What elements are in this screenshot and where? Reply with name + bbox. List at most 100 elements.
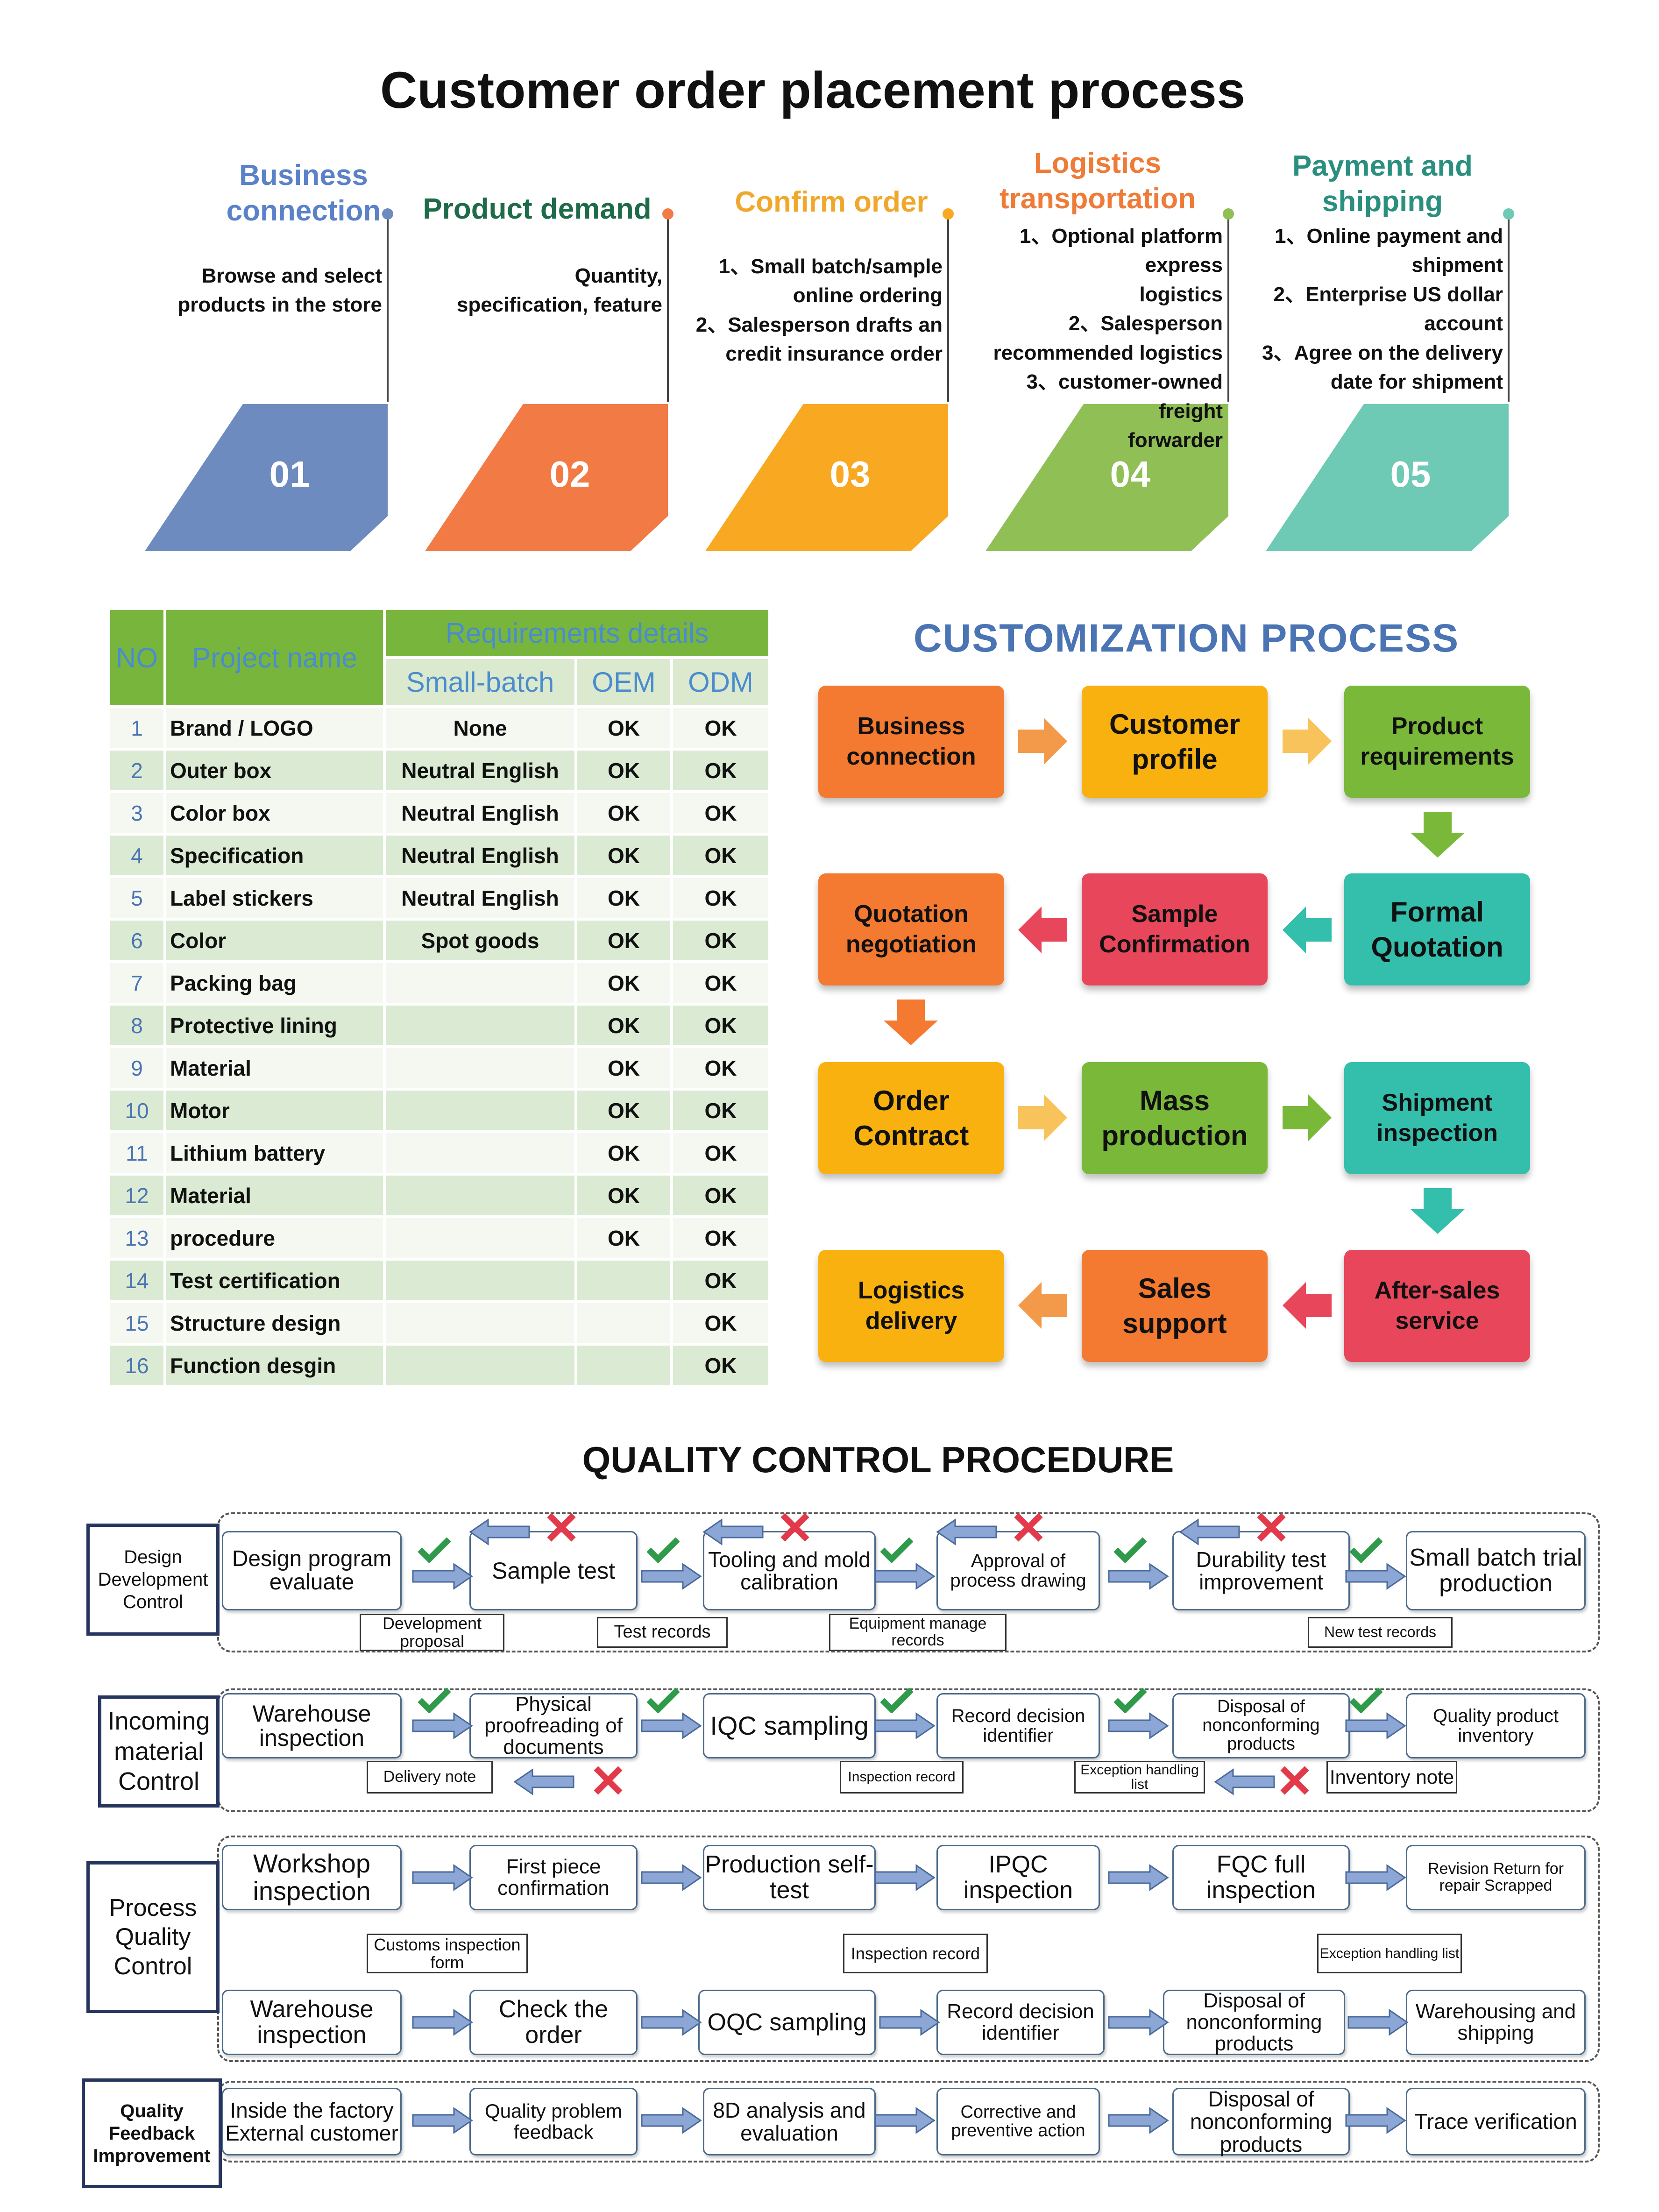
row-small-batch bbox=[383, 1215, 577, 1261]
row-number: 16 bbox=[107, 1343, 166, 1388]
process-arrow-icon bbox=[412, 1712, 473, 1739]
process-arrow-shape bbox=[1345, 2107, 1406, 2134]
process-arrow-icon bbox=[1214, 1768, 1275, 1795]
process-box: Durability test improvement bbox=[1172, 1531, 1350, 1610]
step-description-line: shipment bbox=[1411, 254, 1503, 277]
step-number: 02 bbox=[549, 454, 590, 495]
check-mark bbox=[880, 1687, 913, 1713]
process-arrow-icon bbox=[936, 1518, 997, 1546]
row-oem: OK bbox=[574, 748, 673, 793]
row-number: 1 bbox=[107, 705, 166, 751]
process-arrow-icon bbox=[1345, 2107, 1406, 2134]
process-box: FQC full inspection bbox=[1172, 1845, 1350, 1910]
row-number: 4 bbox=[107, 833, 166, 878]
row-odm: OK bbox=[670, 833, 771, 878]
customization-step: Customer profile bbox=[1082, 686, 1268, 798]
flow-arrow-shape bbox=[1018, 1094, 1067, 1141]
customization-step: Product requirements bbox=[1344, 686, 1530, 798]
row-oem bbox=[574, 1343, 673, 1388]
process-box: Workshop inspection bbox=[222, 1845, 402, 1910]
check-mark bbox=[647, 1537, 680, 1563]
process-box: Physical proofreading of documents bbox=[469, 1693, 638, 1758]
cross-mark bbox=[1257, 1513, 1286, 1542]
check-mark bbox=[1350, 1687, 1382, 1713]
requirements-table: NO Project name Requirements details Sma… bbox=[107, 607, 771, 1388]
row-oem: OK bbox=[574, 833, 673, 878]
header-small-batch: Small-batch bbox=[383, 656, 577, 708]
row-oem: OK bbox=[574, 1045, 673, 1091]
process-arrow-icon bbox=[1108, 2107, 1169, 2134]
check-icon bbox=[647, 1537, 680, 1563]
cross-icon bbox=[1257, 1513, 1286, 1542]
flow-arrow-icon bbox=[1411, 812, 1465, 858]
cross-icon bbox=[1280, 1766, 1309, 1795]
row-small-batch bbox=[383, 1343, 577, 1388]
process-arrow-icon bbox=[641, 1864, 702, 1891]
row-small-batch: None bbox=[383, 705, 577, 751]
header-oem: OEM bbox=[574, 656, 673, 708]
step-arrow-05 bbox=[1266, 404, 1509, 551]
row-oem: OK bbox=[574, 1173, 673, 1218]
process-box: 8D analysis and evaluation bbox=[703, 2088, 876, 2155]
customization-step: Formal Quotation bbox=[1344, 873, 1530, 985]
step-number: 04 bbox=[1110, 454, 1151, 495]
row-oem: OK bbox=[574, 705, 673, 751]
row-oem: OK bbox=[574, 918, 673, 963]
flow-arrow-shape bbox=[1018, 1282, 1067, 1329]
process-arrow-shape bbox=[641, 2009, 702, 2036]
row-odm: OK bbox=[670, 1130, 771, 1176]
row-small-batch bbox=[383, 1045, 577, 1091]
row-oem bbox=[574, 1300, 673, 1346]
process-box: Warehouse inspection bbox=[222, 1693, 402, 1758]
customization-step: Shipment inspection bbox=[1344, 1062, 1530, 1174]
step-arrow-shape bbox=[145, 404, 388, 551]
row-odm: OK bbox=[670, 1300, 771, 1346]
record-note: New test records bbox=[1308, 1617, 1453, 1648]
process-box: Record decision identifier bbox=[936, 1990, 1105, 2055]
flow-arrow-icon bbox=[1283, 1094, 1332, 1141]
record-note: Customs inspection form bbox=[367, 1934, 528, 1973]
process-arrow-icon bbox=[641, 1563, 702, 1590]
process-box: Warehousing and shipping bbox=[1406, 1990, 1586, 2055]
check-mark bbox=[1350, 1537, 1382, 1563]
step-connector-line bbox=[1227, 217, 1229, 402]
row-oem: OK bbox=[574, 1088, 673, 1133]
flow-arrow-icon bbox=[1283, 907, 1332, 953]
process-arrow-icon bbox=[412, 2009, 473, 2036]
row-number: 11 bbox=[107, 1130, 166, 1176]
cross-icon bbox=[1014, 1513, 1043, 1542]
section-label: Design Development Control bbox=[86, 1524, 220, 1636]
process-box: Disposal of nonconforming products bbox=[1172, 1693, 1350, 1758]
row-project-name: Brand / LOGO bbox=[163, 705, 386, 751]
flow-arrow-icon bbox=[1283, 1282, 1332, 1329]
step-description-line: products in the store bbox=[177, 293, 382, 317]
step-arrow-shape bbox=[985, 404, 1228, 551]
check-icon bbox=[880, 1537, 913, 1563]
row-number: 8 bbox=[107, 1003, 166, 1048]
process-arrow-shape bbox=[1214, 1768, 1275, 1795]
process-box: Quality product inventory bbox=[1406, 1693, 1586, 1758]
process-box: Inside the factory External customer bbox=[222, 2088, 402, 2155]
process-arrow-shape bbox=[874, 1864, 935, 1891]
row-odm: OK bbox=[670, 748, 771, 793]
process-arrow-shape bbox=[641, 1712, 702, 1739]
process-arrow-shape bbox=[1345, 1563, 1406, 1590]
process-arrow-shape bbox=[1179, 1518, 1240, 1546]
check-mark bbox=[418, 1537, 451, 1563]
cross-mark bbox=[1280, 1766, 1309, 1795]
process-arrow-shape bbox=[641, 2107, 702, 2134]
step-description-line: 2、Enterprise US dollar bbox=[1273, 283, 1503, 306]
check-icon bbox=[1350, 1537, 1382, 1563]
row-number: 13 bbox=[107, 1215, 166, 1261]
row-oem: OK bbox=[574, 790, 673, 836]
process-box: Approval of process drawing bbox=[936, 1531, 1100, 1610]
row-number: 5 bbox=[107, 875, 166, 921]
row-small-batch: Spot goods bbox=[383, 918, 577, 963]
